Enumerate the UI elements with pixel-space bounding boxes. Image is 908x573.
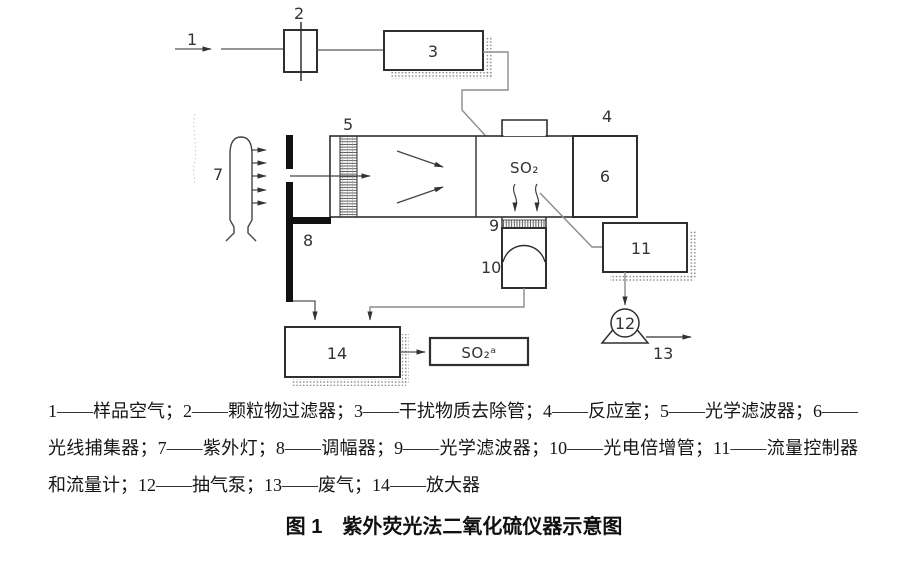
label-14: 14 bbox=[327, 344, 347, 363]
label-6: 6 bbox=[600, 167, 610, 186]
so2-fluorescence: SO₂ bbox=[510, 159, 540, 212]
legend-line-3: 和流量计；12——抽气泵；13——废气；14——放大器 bbox=[48, 475, 480, 495]
stipple-shadow bbox=[391, 72, 492, 79]
particulate-filter: 2 bbox=[283, 4, 384, 81]
label-1: 1 bbox=[187, 30, 197, 49]
exhaust-outlet: 13 bbox=[646, 334, 692, 363]
label-8: 8 bbox=[303, 231, 313, 250]
inlet-port bbox=[501, 119, 548, 137]
stipple-shadow bbox=[292, 379, 406, 386]
scan-artifact-dotted-line bbox=[192, 113, 197, 185]
optical-filter-entrance: 5 bbox=[339, 115, 358, 218]
label-9: 9 bbox=[489, 216, 499, 235]
chopper-arm bbox=[293, 217, 331, 224]
instrument-schematic: 1 2 3 4 5 6 bbox=[175, 4, 696, 386]
so2-output-label: SO₂ᵃ bbox=[461, 344, 496, 362]
flow-controller: 11 bbox=[602, 222, 696, 306]
uv-rays bbox=[252, 147, 267, 206]
figure-legend: 1——样品空气；2——颗粒物过滤器；3——干扰物质去除管；4——反应室；5——光… bbox=[48, 399, 858, 510]
label-2: 2 bbox=[294, 4, 304, 23]
label-13: 13 bbox=[653, 344, 673, 363]
exhaust-pipe-to-flow-controller bbox=[539, 192, 602, 248]
pmt-dome bbox=[502, 245, 546, 263]
label-12: 12 bbox=[615, 314, 635, 333]
label-3: 3 bbox=[428, 42, 438, 61]
sample-air-inlet: 1 bbox=[175, 30, 283, 52]
chopper-modulator: 8 bbox=[284, 135, 331, 321]
chopper-signal-line bbox=[293, 300, 318, 321]
label-4: 4 bbox=[602, 107, 612, 126]
stipple-shadow bbox=[610, 274, 694, 281]
interference-scrubber: 3 bbox=[383, 30, 492, 79]
label-7: 7 bbox=[213, 165, 223, 184]
stipple-shadow bbox=[689, 230, 696, 278]
chopper-slit bbox=[284, 169, 295, 182]
reaction-chamber: 4 bbox=[329, 107, 612, 218]
legend-line-2: 光线捕集器；7——紫外灯；8——调幅器；9——光学滤波器；10——光电倍增管；1… bbox=[48, 438, 858, 458]
label-11: 11 bbox=[631, 239, 651, 258]
sample-pipe-to-chamber bbox=[461, 51, 509, 157]
amplifier: 14 bbox=[284, 326, 426, 386]
suction-pump: 12 bbox=[600, 308, 650, 344]
photomultiplier-tube: 10 bbox=[367, 227, 547, 321]
label-10: 10 bbox=[481, 258, 501, 277]
light-trap: 6 bbox=[572, 135, 638, 218]
legend-line-1: 1——样品空气；2——颗粒物过滤器；3——干扰物质去除管；4——反应室；5——光… bbox=[48, 401, 858, 421]
light-beam-arrows bbox=[290, 150, 444, 204]
label-5: 5 bbox=[343, 115, 353, 134]
stipple-shadow bbox=[402, 334, 409, 383]
uv-lamp: 7 bbox=[213, 136, 267, 242]
pmt-signal-line bbox=[367, 288, 525, 321]
so2-gas-label: SO₂ bbox=[510, 159, 539, 177]
output-readout: SO₂ᵃ bbox=[428, 336, 530, 367]
stipple-shadow bbox=[485, 36, 492, 77]
figure-caption: 图 1 紫外荧光法二氧化硫仪器示意图 bbox=[285, 516, 623, 538]
